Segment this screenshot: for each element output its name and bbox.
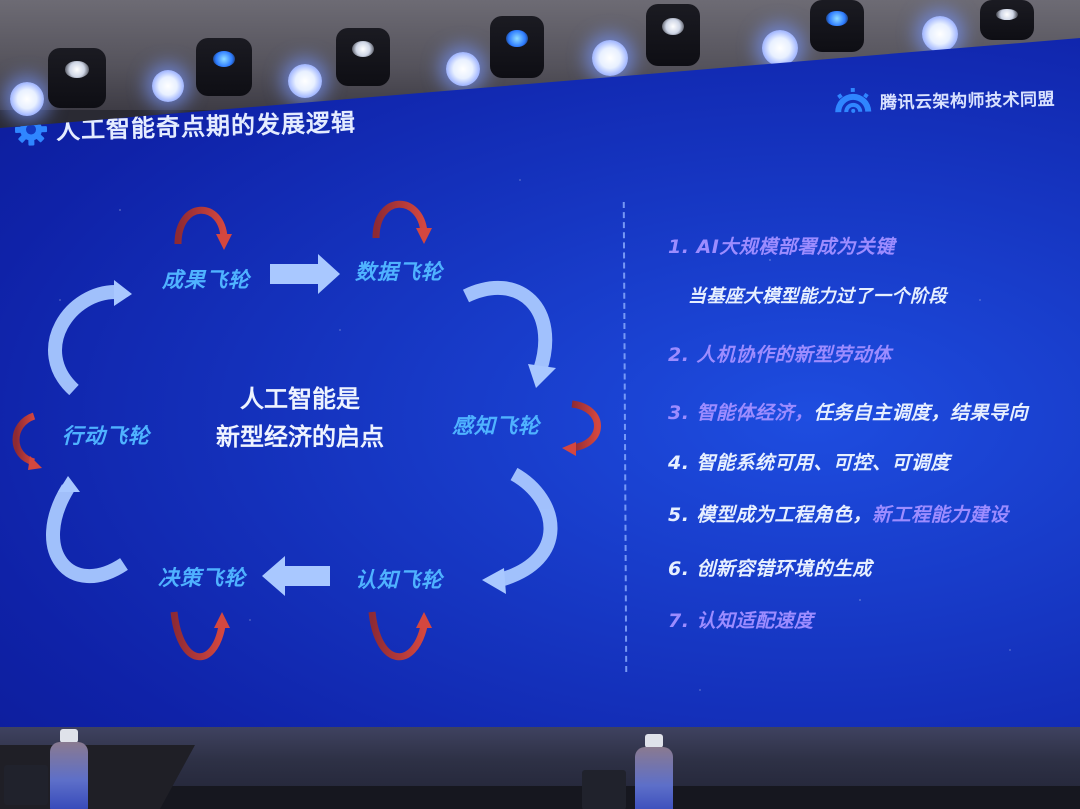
- point-5-lead: 5. 模型成为工程角色，: [668, 504, 873, 526]
- gear-icon: [14, 112, 48, 146]
- moving-head-light: [810, 0, 864, 52]
- node-cognition-flywheel: 认知飞轮: [355, 568, 443, 592]
- par-light: [592, 40, 628, 76]
- loop-results-icon: [174, 206, 228, 245]
- loop-cognition-icon: [368, 611, 428, 660]
- water-bottle-cap-center: [645, 734, 663, 748]
- node-action-flywheel: 行动飞轮: [62, 424, 150, 448]
- arrow-perception-to-cognition-icon: [497, 467, 558, 587]
- moving-head-light: [490, 16, 544, 78]
- arrow-cognition-to-decision-icon: [262, 556, 330, 596]
- flywheel-diagram: 成果飞轮 数据飞轮 感知飞轮 认知飞轮 决策飞轮 行动飞轮 人工智能是 新型经济…: [0, 180, 620, 690]
- loop-data-icon: [372, 200, 428, 239]
- point-3-detail: 任务自主调度，结果导向: [813, 402, 1029, 424]
- moving-head-light: [196, 38, 252, 96]
- par-light: [152, 70, 184, 102]
- stage-front-edge: [0, 786, 1080, 809]
- node-perception-flywheel: 感知飞轮: [452, 414, 540, 438]
- starfield-background: [0, 38, 1080, 735]
- node-data-flywheel: 数据飞轮: [355, 260, 443, 284]
- water-bottle-cap-left: [60, 729, 78, 743]
- point-6: 6. 创新容错环境的生成: [668, 558, 873, 580]
- point-7: 7. 认知适配速度: [668, 610, 814, 632]
- loop-perception-icon: [571, 400, 601, 452]
- arrow-action-to-results-icon: [48, 284, 119, 396]
- water-bottle-center: [635, 747, 673, 809]
- center-text-line-1: 人工智能是: [240, 385, 360, 413]
- node-results-flywheel: 成果飞轮: [162, 268, 250, 292]
- center-text-line-2: 新型经济的启点: [216, 423, 384, 451]
- par-light: [762, 30, 798, 66]
- par-light: [10, 82, 44, 116]
- brand-name: 腾讯云架构师技术同盟: [879, 89, 1056, 113]
- tencent-cloud-architect-logo-icon: [835, 87, 872, 113]
- point-1: 1. AI大规模部署成为关键: [668, 236, 895, 258]
- diagram-arrows: [12, 200, 601, 660]
- moving-head-light: [48, 48, 106, 108]
- presentation-slide: 腾讯云架构师技术同盟 人工智能奇点期的发展逻辑: [0, 38, 1080, 735]
- par-light: [922, 16, 958, 52]
- point-3: 3. 智能体经济，任务自主调度，结果导向: [668, 398, 1028, 425]
- moving-head-light: [646, 4, 700, 66]
- par-light: [446, 52, 480, 86]
- point-4: 4. 智能系统可用、可控、可调度: [668, 452, 951, 474]
- brand-header: 腾讯云架构师技术同盟: [832, 84, 1055, 115]
- point-5-highlight: 新工程能力建设: [872, 504, 1009, 526]
- arrow-decision-to-action-icon: [46, 484, 128, 583]
- arrow-data-to-perception-icon: [462, 280, 553, 373]
- arrow-results-to-data-icon: [270, 254, 340, 294]
- point-1-subtext: 当基座大模型能力过了一个阶段: [688, 286, 947, 307]
- par-light: [288, 64, 322, 98]
- water-bottle-left: [50, 742, 88, 809]
- point-3-lead: 3. 智能体经济，: [668, 402, 814, 424]
- diagram-center-text: 人工智能是 新型经济的启点: [190, 380, 410, 456]
- point-5: 5. 模型成为工程角色，新工程能力建设: [668, 500, 1009, 527]
- podium-center: [582, 770, 626, 809]
- node-decision-flywheel: 决策飞轮: [158, 566, 246, 590]
- moving-head-light: [980, 0, 1034, 40]
- moving-head-light: [336, 28, 390, 86]
- point-2: 2. 人机协作的新型劳动体: [668, 344, 892, 366]
- loop-action-icon: [12, 412, 36, 466]
- podium-left: [4, 765, 48, 805]
- loop-decision-icon: [170, 611, 226, 660]
